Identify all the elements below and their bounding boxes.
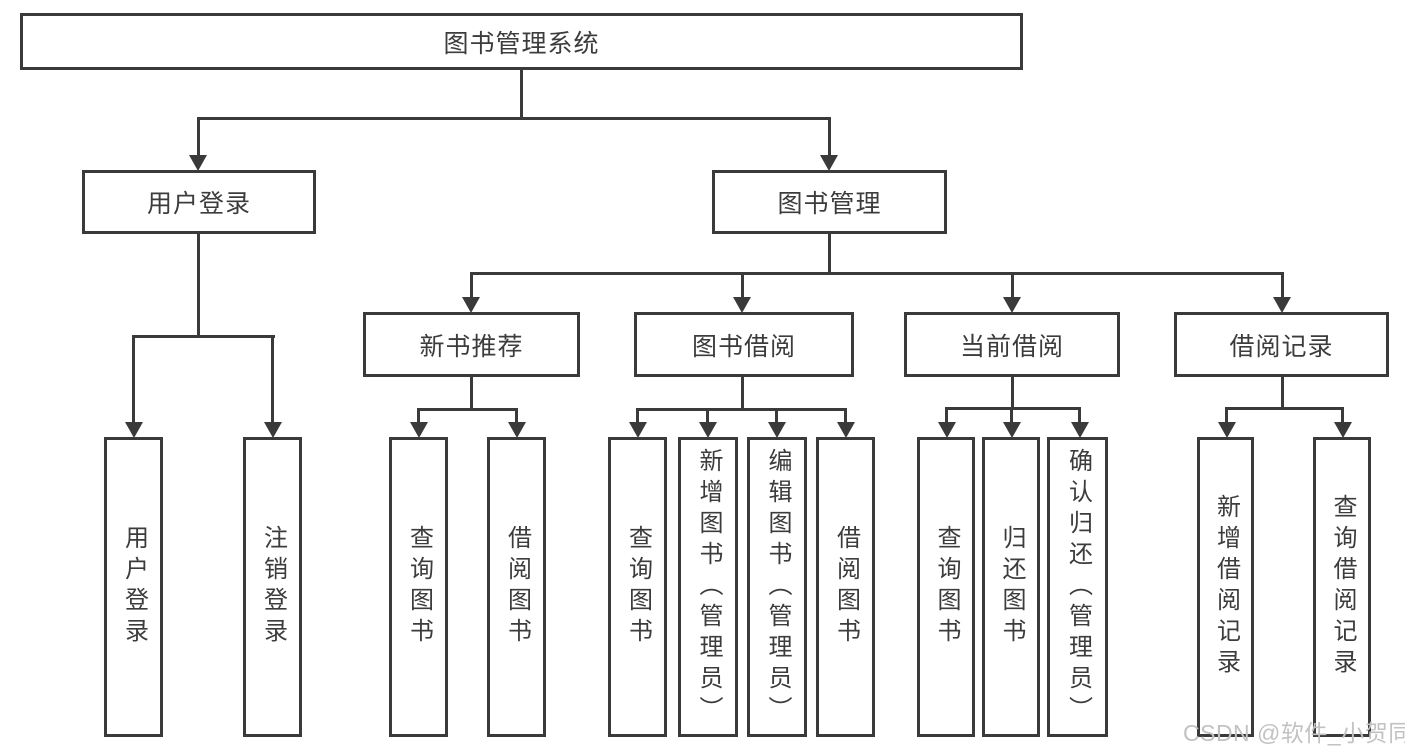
arrow-to-borrow-book-2: [836, 408, 855, 438]
arrow-to-leaf-user-login: [124, 335, 143, 438]
node-leaf-user-login: 用户登录: [104, 437, 163, 737]
node-leaf-edit-book-admin: 编辑图书（管理员）: [747, 437, 807, 737]
connector-user-login-stub: [196, 233, 200, 337]
arrow-to-user-login: [189, 117, 207, 171]
node-label: 查询图书: [624, 525, 652, 649]
connector-new-book-recommend-horizontal: [417, 408, 518, 411]
node-new-book-recommend: 新书推荐: [363, 312, 580, 377]
node-label: 查询图书: [405, 525, 433, 649]
node-label: 新增借阅记录: [1212, 494, 1240, 680]
connector-current-borrow-stub: [1010, 376, 1014, 409]
arrow-to-leaf-logout: [263, 335, 282, 438]
node-label: 归还图书: [998, 525, 1025, 649]
node-leaf-borrow-book-2: 借阅图书: [816, 437, 875, 737]
node-label: 图书管理: [777, 190, 882, 218]
node-leaf-add-borrow-record: 新增借阅记录: [1197, 437, 1254, 737]
node-leaf-logout: 注销登录: [243, 437, 302, 737]
arrow-to-edit-book: [767, 408, 786, 438]
arrow-to-current-borrow: [1003, 272, 1021, 313]
node-label: 新书推荐: [419, 332, 524, 361]
arrow-to-book-borrow: [733, 272, 751, 313]
connector-book-borrow-horizontal: [636, 408, 847, 411]
connector-book-management-stub: [827, 233, 831, 274]
node-borrow-record: 借阅记录: [1174, 312, 1389, 377]
connector-book-management-horizontal: [469, 272, 1284, 275]
arrow-to-add-book: [698, 408, 717, 438]
arrow-to-query-book-3: [937, 407, 956, 438]
node-leaf-query-borrow-record: 查询借阅记录: [1313, 437, 1371, 737]
arrow-to-borrow-record: [1273, 272, 1291, 313]
arrow-to-add-record: [1217, 407, 1236, 438]
node-leaf-query-book-1: 查询图书: [389, 437, 448, 737]
node-library-management-system: 图书管理系统: [20, 13, 1023, 70]
arrow-to-new-book-recommend: [462, 272, 480, 313]
node-user-login: 用户登录: [82, 170, 316, 234]
connector-root-stub: [519, 69, 523, 119]
node-leaf-query-book-2: 查询图书: [608, 437, 667, 737]
node-label: 图书借阅: [691, 332, 796, 361]
arrow-to-confirm-return: [1070, 407, 1089, 438]
connector-new-book-recommend-stub: [469, 376, 473, 410]
node-leaf-borrow-book-1: 借阅图书: [487, 437, 546, 737]
connector-borrow-record-stub: [1280, 376, 1284, 409]
node-current-borrow: 当前借阅: [904, 312, 1120, 377]
node-label: 确认归还（管理员）: [1064, 447, 1092, 727]
node-label: 注销登录: [259, 525, 287, 649]
node-leaf-add-book-admin: 新增图书（管理员）: [678, 437, 738, 737]
node-label: 新增图书（管理员）: [695, 447, 722, 727]
node-label: 图书管理系统: [443, 29, 600, 58]
node-book-management: 图书管理: [712, 170, 947, 234]
node-label: 借阅图书: [832, 525, 860, 649]
arrow-to-query-record: [1333, 407, 1352, 438]
connector-user-login-horizontal: [132, 335, 275, 338]
arrow-to-borrow-book-1: [507, 408, 526, 438]
node-leaf-confirm-return-admin: 确认归还（管理员）: [1047, 437, 1108, 737]
node-label: 用户登录: [120, 525, 148, 649]
connector-borrow-record-horizontal: [1225, 407, 1344, 410]
csdn-watermark: CSDN @软件_小贺同学: [1183, 720, 1405, 746]
node-label: 查询图书: [933, 525, 960, 649]
node-label: 借阅图书: [503, 525, 531, 649]
connector-current-borrow-horizontal: [945, 407, 1081, 410]
arrow-to-query-book-2: [628, 408, 647, 438]
node-book-borrow: 图书借阅: [634, 312, 854, 377]
node-label: 借阅记录: [1229, 332, 1334, 361]
node-leaf-return-book: 归还图书: [982, 437, 1040, 737]
arrow-to-query-book-1: [409, 408, 428, 438]
node-label: 编辑图书（管理员）: [764, 447, 791, 727]
connector-book-borrow-stub: [740, 376, 744, 410]
node-label: 当前借阅: [959, 332, 1064, 361]
node-leaf-query-book-3: 查询图书: [917, 437, 975, 737]
arrow-to-return-book: [1002, 407, 1021, 438]
node-label: 用户登录: [146, 190, 251, 218]
connector-root-horizontal: [196, 117, 831, 120]
arrow-to-book-management: [820, 117, 838, 171]
node-label: 查询借阅记录: [1329, 494, 1356, 680]
